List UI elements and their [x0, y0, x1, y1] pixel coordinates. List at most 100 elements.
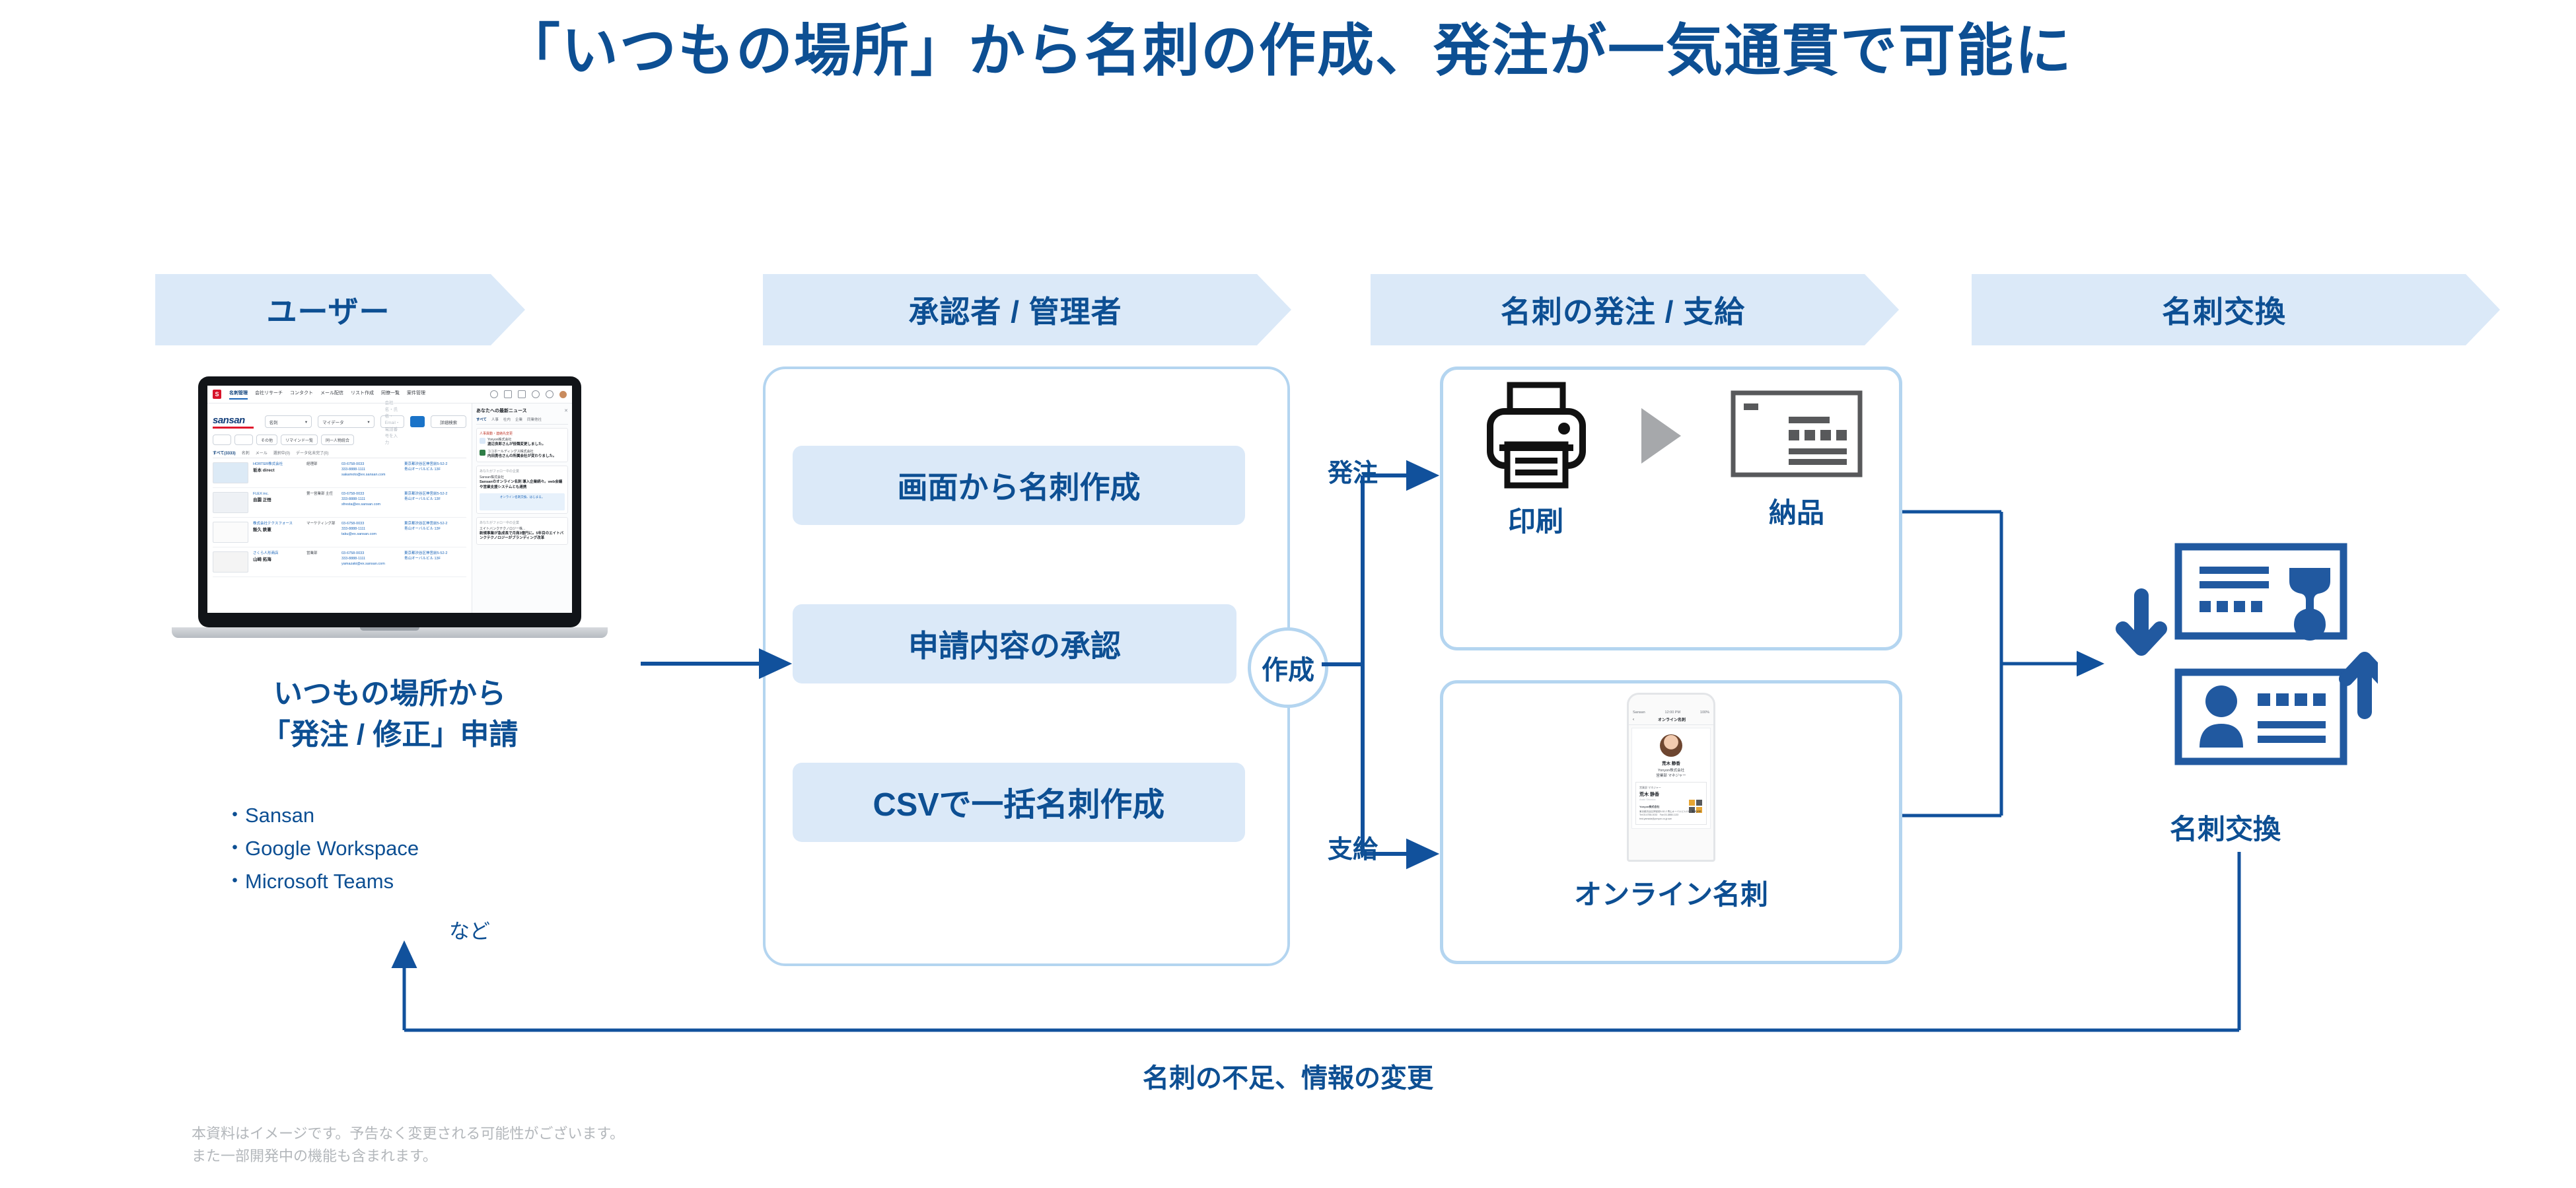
profile-title: 営業部 マネジャー — [1656, 774, 1686, 778]
contact-row[interactable]: さくら人形商店 山崎 拓海 営業部 03-6758-0033 333-8888-… — [213, 547, 466, 577]
app-nav-item[interactable]: 案件管理 — [407, 390, 425, 396]
app-nav-item[interactable]: 同僚一覧 — [381, 390, 400, 396]
card-title: 営業部 マネジャー — [1639, 786, 1661, 789]
news-tab[interactable]: 同業他社 — [526, 418, 542, 422]
footnote-line2: また一部開発中の機能も含まれます。 — [192, 1148, 437, 1165]
avatar[interactable] — [559, 390, 567, 398]
app-nav-item[interactable]: メール配信 — [320, 390, 343, 396]
tab-cards[interactable]: 名刺 — [241, 452, 250, 456]
chip-reminder-list[interactable]: リマインド一覧 — [281, 435, 318, 445]
book-icon[interactable] — [504, 390, 512, 398]
row-address1: 東京都渋谷区神宮前5-52-2 — [404, 492, 448, 496]
app-nav-item[interactable]: 名刺管理 — [229, 390, 248, 400]
card-tel: Tel:03-6758-0033 Fax:03-3888-1133 — [1639, 814, 1679, 817]
laptop-screen: S 名刺管理 会社リサーチ コンタクト メール配信 リスト作成 同僚一覧 案件管… — [207, 386, 572, 613]
row-company: 株式会社テクスフォース — [253, 522, 293, 526]
lane-banner-order: 名刺の発注 / 支給 — [1371, 274, 1899, 345]
user-caption-line2: 「発注 / 修正」申請 — [261, 718, 519, 751]
row-mobile: 333-8888-1111 — [341, 497, 366, 501]
lane-banner-approver: 承認者 / 管理者 — [763, 274, 1291, 345]
approver-option-label: 画面から名刺作成 — [897, 470, 1141, 505]
approver-option-create-from-screen[interactable]: 画面から名刺作成 — [793, 446, 1245, 525]
company-logo-icon — [480, 449, 485, 456]
row-name: 自園 正悟 — [253, 497, 271, 503]
business-card-icon — [1731, 390, 1863, 477]
chevron-down-icon: ▾ — [367, 419, 370, 425]
close-icon[interactable]: ✕ — [564, 409, 568, 413]
user-bullet-list: ・Sansan ・Google Workspace ・Microsoft Tea… — [225, 799, 634, 899]
row-address1: 東京都渋谷区神宮前5-52-2 — [404, 462, 448, 466]
tab-selected[interactable]: 選択中(0) — [273, 452, 291, 456]
phone-time: 12:00 PM — [1664, 711, 1681, 715]
brand-underline — [213, 427, 254, 429]
row-address2: 青山オーバルビル 13F — [404, 526, 441, 531]
laptop-mockup: S 名刺管理 会社リサーチ コンタクト メール配信 リスト作成 同僚一覧 案件管… — [172, 376, 608, 638]
card-company: Yonyon株式会社 — [1639, 805, 1660, 808]
online-card-box: Sansan 12:00 PM 100% ‹ オンライン名刺 荒木 静香 Yon… — [1440, 680, 1902, 964]
back-chevron-icon[interactable]: ‹ — [1633, 717, 1634, 722]
card-logo-text: Yonyon — [1692, 810, 1701, 814]
news-company: ココホールディングス株式会社 — [487, 449, 534, 454]
app-nav-item[interactable]: 会社リサーチ — [255, 390, 283, 396]
news-tab[interactable]: 人事 — [491, 418, 499, 422]
tab-all[interactable]: すべて(3333) — [213, 452, 236, 456]
tab-mail[interactable]: メール — [255, 452, 268, 456]
list-item: ・Microsoft Teams — [225, 870, 394, 893]
news-card[interactable]: 人事異動・連絡先変更 Yonyon株式会社 渡辺良郎さんが役職変更しました。 — [476, 428, 568, 463]
news-card[interactable]: あなたがフォロー中の企業 Sansan株式会社 Sansanのオンライン名刺 導… — [476, 466, 568, 514]
app-main: sansan 名刺 ▾ マイデータ ▾ 会社名・氏名・Ema — [207, 401, 472, 613]
row-company: さくら人形商店 — [253, 551, 279, 555]
row-address1: 東京都渋谷区神宮前5-52-2 — [404, 551, 448, 555]
row-email: sakamoto@ex.sansan.com — [341, 472, 386, 477]
chat-icon[interactable] — [532, 390, 540, 398]
news-banner-caption: オンライン名刺交換、はじまる。 — [499, 495, 545, 499]
help-icon[interactable] — [490, 390, 498, 398]
row-tel: 03-6758-0033 — [341, 522, 365, 526]
news-panel-title: あなたへの最新ニュース — [476, 409, 527, 413]
phone-battery: 100% — [1699, 711, 1709, 715]
print-deliver-box: 印刷 納品 — [1440, 367, 1902, 650]
search-filter-select[interactable]: マイデータ ▾ — [318, 415, 375, 428]
news-text: Sansanのオンライン名刺 導入企業続々。web会議や営業支援システムとも連携 — [480, 480, 563, 490]
branch-label-supply: 支給 — [1328, 836, 1378, 864]
user-caption-line1: いつもの場所から — [273, 678, 506, 710]
news-tab[interactable]: すべて — [476, 418, 487, 422]
approver-option-csv-bulk-create[interactable]: CSVで一括名刺作成 — [793, 763, 1245, 842]
lane-label-order: 名刺の発注 / 支給 — [1500, 295, 1746, 329]
contact-row[interactable]: HORTER株式会社 坂本 direct 経理部 03-6758-0033 33… — [213, 458, 466, 488]
news-text: 渡辺良郎さんが役職変更しました。 — [487, 442, 546, 446]
card-email: tmd.yamada@yonyon.co.jp.san — [1639, 817, 1672, 820]
search-input[interactable]: 会社名・氏名・Email・電話番号を入力 — [380, 401, 405, 445]
news-tab[interactable]: 企業 — [515, 418, 522, 422]
news-card[interactable]: あなたがフォロー中の企業 エイトバンクテクノロジー株... 新規事業が急成長で月… — [476, 516, 568, 545]
download-icon[interactable] — [234, 435, 253, 445]
row-name: 飯久 鉄憲 — [253, 527, 271, 532]
phone-screen-title: オンライン名刺 — [1657, 718, 1686, 722]
contact-row[interactable]: FLEX inc. 自園 正悟 第一営業部 主任 03-6758-0033 33… — [213, 488, 466, 518]
chip-other[interactable]: その他 — [256, 435, 278, 445]
row-address2: 青山オーバルビル 13F — [404, 497, 441, 501]
approver-option-approve-request[interactable]: 申請内容の承認 — [793, 604, 1236, 683]
app-nav-item[interactable]: コンタクト — [290, 390, 313, 396]
approver-option-label: 申請内容の承認 — [908, 629, 1121, 663]
contact-row[interactable]: 株式会社テクスフォース 飯久 鉄憲 マーケティング部 03-6758-0033 … — [213, 518, 466, 547]
laptop-notch — [360, 627, 419, 631]
user-caption: いつもの場所から 「発注 / 修正」申請 — [159, 674, 621, 756]
sansan-wordmark: sansan — [213, 415, 245, 426]
app-nav-item[interactable]: リスト作成 — [351, 390, 374, 396]
bell-icon[interactable] — [546, 390, 554, 398]
tab-pending[interactable]: データ化未完了(0) — [296, 452, 329, 456]
search-icon[interactable] — [410, 416, 425, 427]
chip-merge-person[interactable]: 同一人物統合 — [321, 435, 355, 445]
row-address2: 青山オーバルビル 13F — [404, 467, 441, 472]
tag-icon[interactable] — [213, 435, 231, 445]
news-tab[interactable]: 社内 — [503, 418, 511, 422]
list-tabs: すべて(3333) 名刺 メール 選択中(0) データ化未完了(0) — [213, 450, 466, 458]
row-mobile: 333-8888-1111 — [341, 556, 366, 561]
search-scope-select[interactable]: 名刺 ▾ — [264, 415, 312, 428]
company-logo-icon — [480, 438, 485, 444]
card-icon[interactable] — [518, 390, 526, 398]
exchange-label: 名刺交換 — [2169, 814, 2281, 845]
detail-search-button[interactable]: 詳細検索 — [431, 415, 467, 428]
